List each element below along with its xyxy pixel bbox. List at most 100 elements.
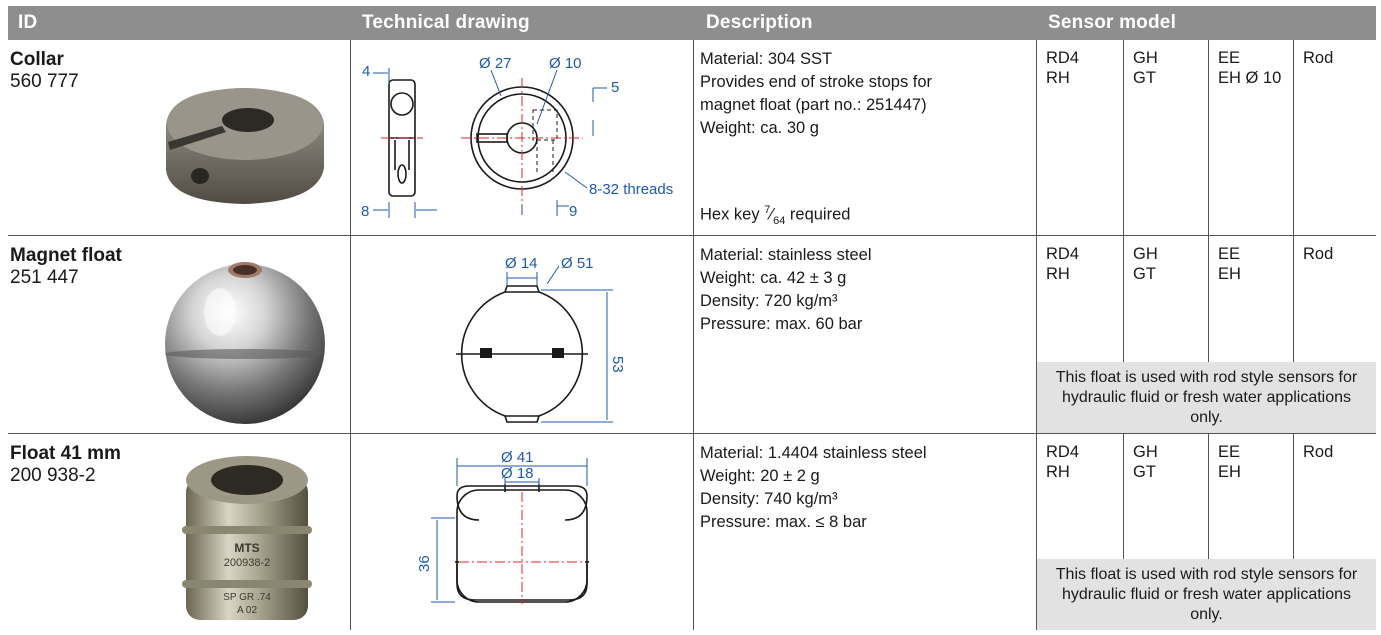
collar-technical-drawing: 4 8 Ø 27 Ø 10 5 8-32 threads 9 <box>361 55 673 220</box>
table-header: ID Technical drawing Description Sensor … <box>8 6 1376 40</box>
table-row-float-41mm: Float 41 mm 200 938-2 MTS <box>8 434 1376 630</box>
dim-diameter-18: Ø 18 <box>501 465 534 482</box>
sensor-model: RH <box>1046 265 1070 283</box>
sensor-col-rd4: RD4 RH <box>1037 40 1123 235</box>
sensor-cell: RD4 RH GH GT EE EH Ø 10 Rod <box>1036 40 1376 235</box>
fraction-numerator: 7 <box>764 204 771 217</box>
sensor-cell: RD4 RH GH GT EE EH Rod This float is use… <box>1036 236 1376 433</box>
item-number: 251 447 <box>10 267 79 288</box>
sensor-col-rod: Rod <box>1293 40 1377 235</box>
description-lines: Material: 304 SST Provides end of stroke… <box>700 48 932 140</box>
id-cell: Magnet float 251 447 <box>8 236 350 433</box>
sensor-model: Rod <box>1303 49 1334 67</box>
sensor-grid: RD4 RH GH GT EE EH Rod <box>1036 236 1377 362</box>
photo-engraving: SP GR .74 <box>223 592 271 603</box>
sensor-usage-note: This float is used with rod style sensor… <box>1036 362 1376 433</box>
header-sensor-model: Sensor model <box>1048 12 1177 33</box>
sensor-model: GH <box>1133 443 1158 461</box>
float-41mm-technical-drawing: Ø 41 Ø 18 36 <box>416 449 589 604</box>
table-row-collar: Collar 560 777 <box>8 40 1376 236</box>
dim-diameter-51: Ø 51 <box>561 255 594 272</box>
sensor-model: RD4 <box>1046 443 1080 461</box>
sensor-model: GH <box>1133 245 1158 263</box>
description-line: Weight: ca. 30 g <box>700 119 819 137</box>
description-line: Density: 740 kg/m³ <box>700 490 838 508</box>
description-line: Material: 1.4404 stainless steel <box>700 444 927 462</box>
header-technical-drawing: Technical drawing <box>362 12 530 33</box>
sensor-model: RH <box>1046 463 1070 481</box>
dim-diameter-27: Ø 27 <box>479 55 512 72</box>
sensor-usage-note: This float is used with rod style sensor… <box>1036 559 1376 630</box>
header-description: Description <box>706 12 813 33</box>
description-cell: Material: 304 SST Provides end of stroke… <box>694 40 1036 235</box>
sensor-col-rod: Rod <box>1293 434 1377 559</box>
float-41mm-photo: MTS 200938-2 SP GR .74 A 02 <box>182 456 312 620</box>
dim-threads: 8-32 threads <box>589 181 673 198</box>
dim-height-36: 36 <box>416 555 433 572</box>
description-lines: Material: stainless steel Weight: ca. 42… <box>700 244 872 336</box>
sensor-model: EE <box>1218 49 1241 67</box>
sensor-model: RH <box>1046 69 1070 87</box>
header-id: ID <box>18 12 38 33</box>
description-cell: Material: stainless steel Weight: ca. 42… <box>694 236 1036 433</box>
sensor-grid: RD4 RH GH GT EE EH Ø 10 Rod <box>1036 40 1377 235</box>
description-line: Pressure: max. ≤ 8 bar <box>700 513 867 531</box>
dim-4: 4 <box>362 63 370 80</box>
description-line: Material: 304 SST <box>700 50 833 68</box>
description-line: Weight: 20 ± 2 g <box>700 467 820 485</box>
description-line: Provides end of stroke stops for <box>700 73 933 91</box>
sensor-model: EE <box>1218 245 1241 263</box>
description-line: Density: 720 kg/m³ <box>700 292 838 310</box>
sensor-model: EH <box>1218 463 1241 481</box>
sensor-model: GT <box>1133 463 1156 481</box>
item-name: Collar <box>10 49 64 70</box>
sensor-grid: RD4 RH GH GT EE EH Rod <box>1036 434 1377 559</box>
fraction-denominator: 64 <box>773 215 786 227</box>
dim-diameter-10: Ø 10 <box>549 55 582 72</box>
dim-diameter-41: Ø 41 <box>501 449 534 466</box>
hex-key-note: Hex key 7⁄64 required <box>700 204 851 227</box>
item-name: Magnet float <box>10 245 122 266</box>
hex-key-text: Hex key <box>700 205 765 224</box>
item-number: 200 938-2 <box>10 465 96 486</box>
dim-diameter-14: Ø 14 <box>505 255 538 272</box>
dim-5: 5 <box>611 79 619 96</box>
magnet-float-photo <box>165 262 325 424</box>
dim-8: 8 <box>361 203 369 220</box>
sensor-cell: RD4 RH GH GT EE EH Rod This float is use… <box>1036 434 1376 630</box>
drawing-cell: Ø 14 Ø 51 53 <box>350 236 694 433</box>
description-line: magnet float (part no.: 251447) <box>700 96 927 114</box>
description-line: Material: stainless steel <box>700 246 872 264</box>
sensor-model: EH Ø 10 <box>1218 69 1282 87</box>
photo-engraving: 200938-2 <box>224 557 271 569</box>
sensor-model: GT <box>1133 69 1156 87</box>
id-cell: Float 41 mm 200 938-2 MTS <box>8 434 350 630</box>
drawing-cell: Ø 41 Ø 18 36 <box>350 434 694 630</box>
sensor-col-gh: GH GT <box>1123 236 1208 362</box>
sensor-col-gh: GH GT <box>1123 434 1208 559</box>
drawing-cell: 4 8 Ø 27 Ø 10 5 8-32 threads 9 <box>350 40 694 235</box>
dim-9: 9 <box>569 203 577 220</box>
collar-photo <box>166 88 324 204</box>
sensor-col-rd4: RD4 RH <box>1037 236 1123 362</box>
item-name: Float 41 mm <box>10 443 121 464</box>
description-lines: Material: 1.4404 stainless steel Weight:… <box>700 442 927 534</box>
sensor-model: EH <box>1218 265 1241 283</box>
dim-height-53: 53 <box>609 356 626 373</box>
hex-key-required: required <box>785 205 851 224</box>
sensor-col-ee: EE EH <box>1208 434 1293 559</box>
magnet-float-technical-drawing: Ø 14 Ø 51 53 <box>456 255 626 423</box>
sensor-model: EE <box>1218 443 1241 461</box>
sensor-model: RD4 <box>1046 49 1080 67</box>
photo-engraving: MTS <box>234 541 259 555</box>
sensor-col-ee: EE EH <box>1208 236 1293 362</box>
sensor-model: GT <box>1133 265 1156 283</box>
sensor-model: GH <box>1133 49 1158 67</box>
sensor-model: Rod <box>1303 443 1334 461</box>
item-number: 560 777 <box>10 71 79 92</box>
sensor-col-rod: Rod <box>1293 236 1377 362</box>
table-row-magnet-float: Magnet float 251 447 <box>8 236 1376 434</box>
description-line: Pressure: max. 60 bar <box>700 315 863 333</box>
sensor-col-rd4: RD4 RH <box>1037 434 1123 559</box>
